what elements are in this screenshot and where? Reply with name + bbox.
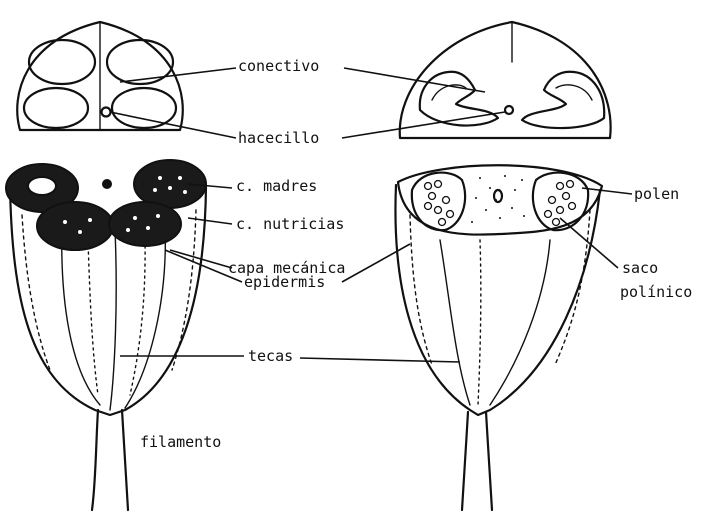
label-tecas: tecas bbox=[248, 348, 293, 365]
young-anther bbox=[6, 160, 206, 510]
label-polinico: polínico bbox=[620, 284, 692, 301]
label-hacecillo: hacecillo bbox=[238, 130, 319, 147]
label-c-madres: c. madres bbox=[236, 178, 317, 195]
label-filamento: filamento bbox=[140, 434, 221, 451]
label-polen: polen bbox=[634, 186, 679, 203]
mature-anther-cross-section bbox=[400, 22, 611, 138]
label-saco: saco bbox=[622, 260, 658, 277]
label-conectivo: conectivo bbox=[238, 58, 319, 75]
leader-lines bbox=[110, 68, 632, 362]
label-epidermis: epidermis bbox=[244, 274, 325, 291]
young-anther-cross-section bbox=[17, 22, 183, 130]
mature-anther bbox=[395, 165, 602, 510]
label-c-nutricias: c. nutricias bbox=[236, 216, 344, 233]
